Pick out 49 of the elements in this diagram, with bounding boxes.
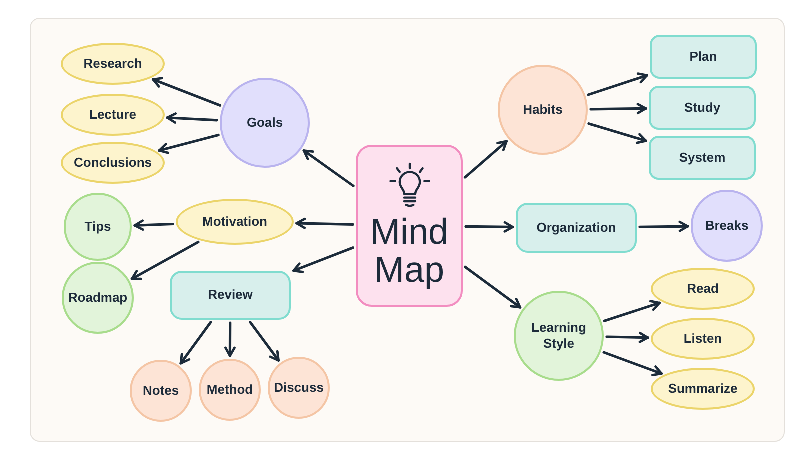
topic-label: Habits — [522, 102, 564, 118]
arrow — [166, 112, 218, 124]
topic-box — [170, 271, 291, 320]
topic-label: Read — [686, 280, 720, 298]
arrow — [602, 351, 664, 376]
topic-label: Discuss — [273, 380, 325, 396]
topic-label: Goals — [246, 114, 284, 132]
topic-label: Review — [207, 287, 254, 304]
topic-label: Plan — [688, 48, 718, 66]
arrow — [158, 134, 220, 154]
arrow — [292, 246, 354, 274]
topic-label: Research — [82, 56, 144, 72]
arrow — [606, 332, 650, 344]
topic-label: Breaks — [704, 218, 750, 234]
topic-label: Lecture — [88, 106, 138, 124]
topic-label: Listen — [682, 330, 724, 348]
subtopic-box — [649, 136, 756, 180]
topic-label: Study — [683, 100, 722, 116]
topic-label: Roadmap — [67, 290, 129, 306]
arrow — [464, 140, 508, 179]
arrow — [302, 150, 355, 188]
topic-label: Summarize — [667, 380, 739, 398]
arrow — [152, 77, 222, 107]
topic-label: Motivation — [202, 214, 268, 230]
subtopic-box — [650, 35, 757, 79]
central-topic-title: Mind Map — [369, 210, 450, 289]
arrow — [130, 240, 200, 280]
central-topic-box — [356, 145, 463, 307]
arrow — [587, 72, 648, 96]
arrow — [590, 103, 648, 114]
arrow — [296, 218, 354, 230]
topic-label: Notes — [142, 382, 180, 400]
topic-label: Conclusions — [72, 154, 153, 172]
arrow — [134, 220, 175, 232]
topic-label: Tips — [84, 218, 112, 236]
arrow — [588, 122, 648, 144]
topic-label: System — [678, 150, 727, 166]
arrow — [224, 322, 236, 358]
topic-label: Learning Style — [530, 320, 588, 352]
topic-label: Method — [206, 382, 254, 398]
arrow — [638, 220, 690, 232]
arrow — [464, 221, 514, 233]
subtopic-box — [649, 86, 756, 130]
arrow — [249, 321, 280, 362]
topic-label: Organization — [536, 220, 618, 236]
arrow — [464, 266, 522, 309]
topic-box — [516, 203, 637, 253]
arrow — [603, 300, 661, 322]
arrow — [180, 321, 212, 365]
